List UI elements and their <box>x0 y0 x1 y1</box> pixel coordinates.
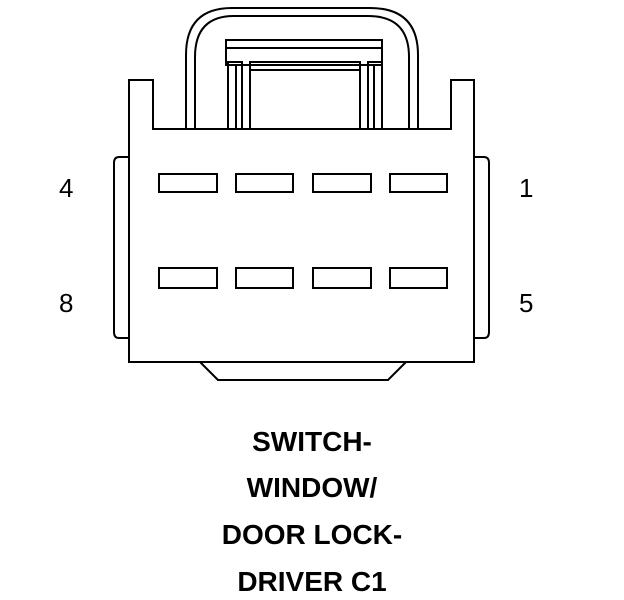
terminal-cavity-3 <box>235 173 294 193</box>
terminal-cavity-5 <box>389 267 448 289</box>
terminal-cavity-7 <box>235 267 294 289</box>
connector-bottom-key <box>199 361 407 381</box>
connector-diagram <box>113 7 490 381</box>
connector-side-rib-left <box>113 156 129 339</box>
connector-latch-slot <box>249 61 361 129</box>
connector-latch-block <box>225 39 383 66</box>
connector-caption-line: SWITCH- <box>252 426 372 457</box>
terminal-cavity-1 <box>389 173 448 193</box>
connector-latch-arch <box>185 7 419 130</box>
pin-number-label: 1 <box>519 173 534 203</box>
connector-caption-line: DRIVER C1 <box>237 566 387 597</box>
terminal-cavity-4 <box>158 173 218 193</box>
connector-caption-line: WINDOW/ <box>246 472 378 503</box>
connector-latch-arch-inner <box>194 15 410 130</box>
connector-caption-line: DOOR LOCK- <box>221 519 403 550</box>
pin-number-label: 5 <box>519 288 534 318</box>
connector-housing <box>128 79 475 363</box>
terminal-cavity-6 <box>312 267 372 289</box>
pin-number-label: 4 <box>59 173 74 203</box>
pin-number-label: 8 <box>59 288 74 318</box>
connector-side-rib-right <box>474 156 490 339</box>
terminal-cavity-2 <box>312 173 372 193</box>
terminal-cavity-8 <box>158 267 218 289</box>
